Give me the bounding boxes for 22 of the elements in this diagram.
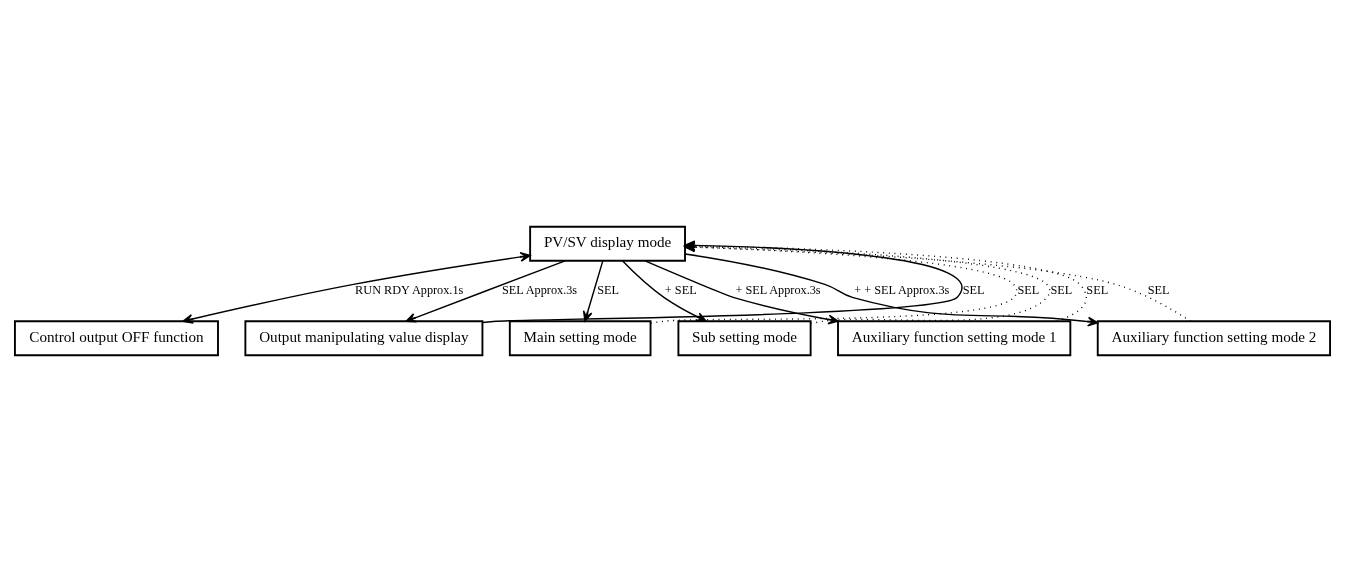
edge-label: SEL (1017, 283, 1040, 298)
node-box: Output manipulating value display (244, 320, 484, 357)
node-box: Control output OFF function (14, 320, 219, 357)
node-box: PV/SV display mode (529, 225, 686, 262)
arrow (405, 260, 566, 323)
node-box: Auxiliary function setting mode 2 (1096, 320, 1331, 357)
edge-label: SEL (1086, 283, 1109, 298)
arrow (684, 253, 1099, 327)
arrow (582, 260, 604, 322)
edge-label: + SEL (664, 283, 697, 298)
edge-label: SEL (1147, 283, 1170, 298)
edge-label: SEL Approx.3s (501, 283, 578, 298)
node-box: Sub setting mode (677, 320, 812, 357)
edge-label: SEL (1050, 283, 1073, 298)
edge-label: RUN RDY Approx.1s (355, 283, 464, 298)
node-box: Auxiliary function setting mode 1 (837, 320, 1072, 357)
edge-label: SEL (962, 283, 985, 298)
node-box: Main setting mode (508, 320, 652, 357)
edge-label: + + SEL Approx.3s (854, 283, 950, 298)
edge-label: SEL (597, 283, 619, 298)
edge-label: + SEL Approx.3s (735, 283, 821, 298)
arrow (182, 251, 531, 324)
